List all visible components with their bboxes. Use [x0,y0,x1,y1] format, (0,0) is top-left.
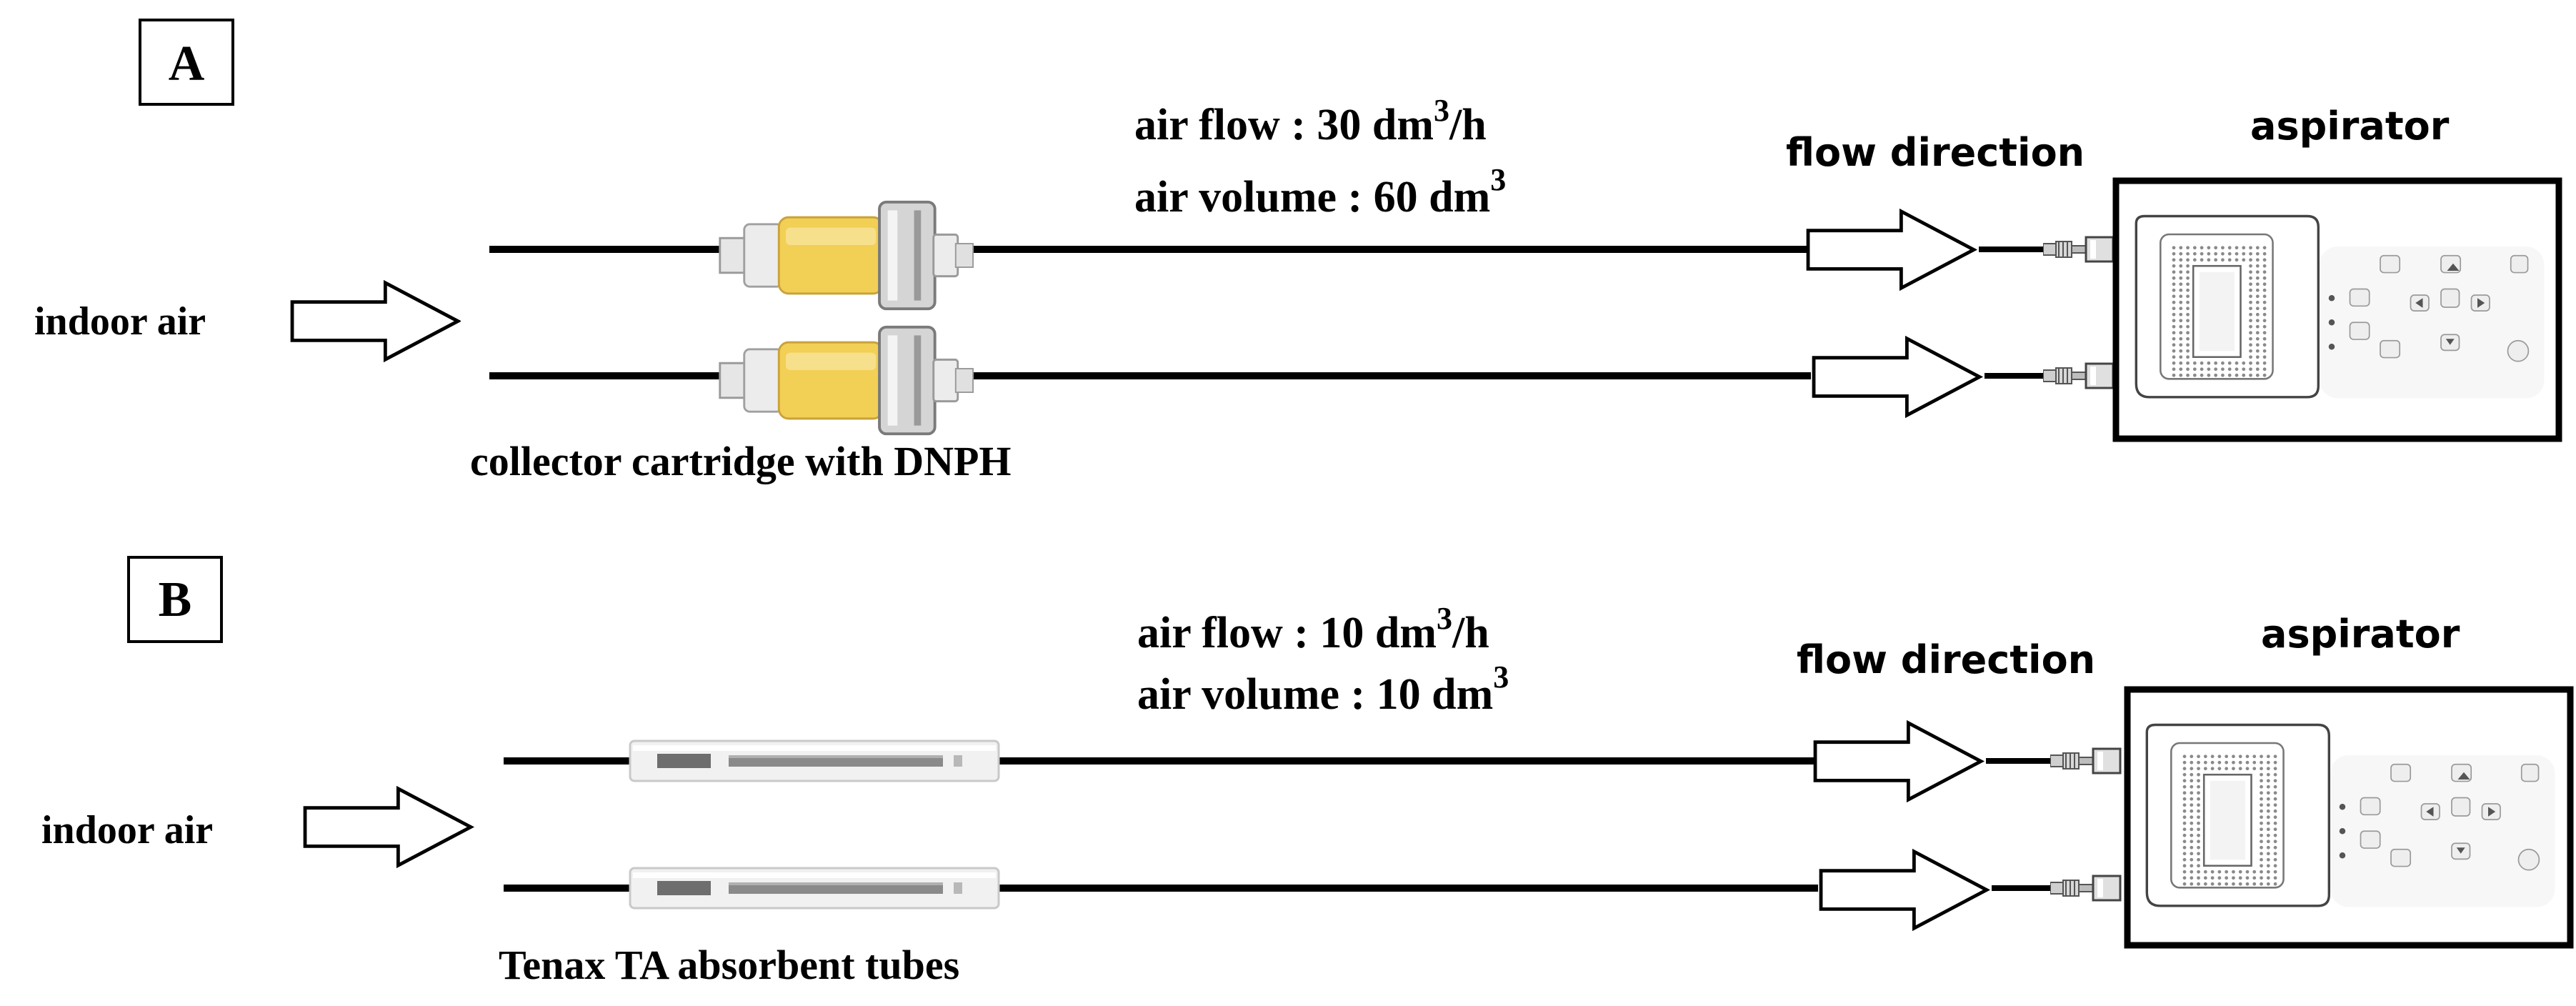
flow-direction-label: flow direction [1786,130,2085,175]
air-flow-label: air flow : 10 dm3/h [1137,601,1489,657]
air-volume-label: air volume : 10 dm3 [1137,659,1509,719]
right-arrow-icon [1808,211,1974,288]
sorbent-tube-icon [629,739,1000,782]
sorbent-tube-icon [629,867,1000,910]
panel-label: A [169,36,205,91]
right-arrow-icon [1814,339,1980,415]
cartridge-icon [720,327,973,434]
tube-caption: Tenax TA absorbent tubes [499,942,959,988]
connector-icon [2043,362,2115,389]
aspirator-label: aspirator [2250,104,2450,149]
panel-a: A indoor air air flow : 30 dm3/h air vol… [34,19,2562,484]
cartridge-caption: collector cartridge with DNPH [470,438,1012,484]
right-arrow-icon [305,789,471,865]
flow-direction-label: flow direction [1797,637,2095,682]
cartridge-icon [720,202,973,309]
air-volume-label: air volume : 60 dm3 [1134,162,1506,221]
indoor-air-label: indoor air [34,299,206,344]
panel-label: B [159,572,192,627]
aspirator-label: aspirator [2261,612,2460,657]
panel-b: B indoor air air flow : 10 dm3/h air vol… [41,556,2574,988]
panel-label-box [127,556,223,643]
right-arrow-icon [1821,852,1987,928]
indoor-air-label: indoor air [41,808,213,852]
right-arrow-icon [1815,723,1981,800]
panel-label-box [139,19,234,106]
air-flow-label: air flow : 30 dm3/h [1134,93,1487,149]
connector-icon [2043,236,2115,263]
right-arrow-icon [292,283,458,359]
connector-icon [2050,875,2122,902]
connector-icon [2050,747,2122,775]
